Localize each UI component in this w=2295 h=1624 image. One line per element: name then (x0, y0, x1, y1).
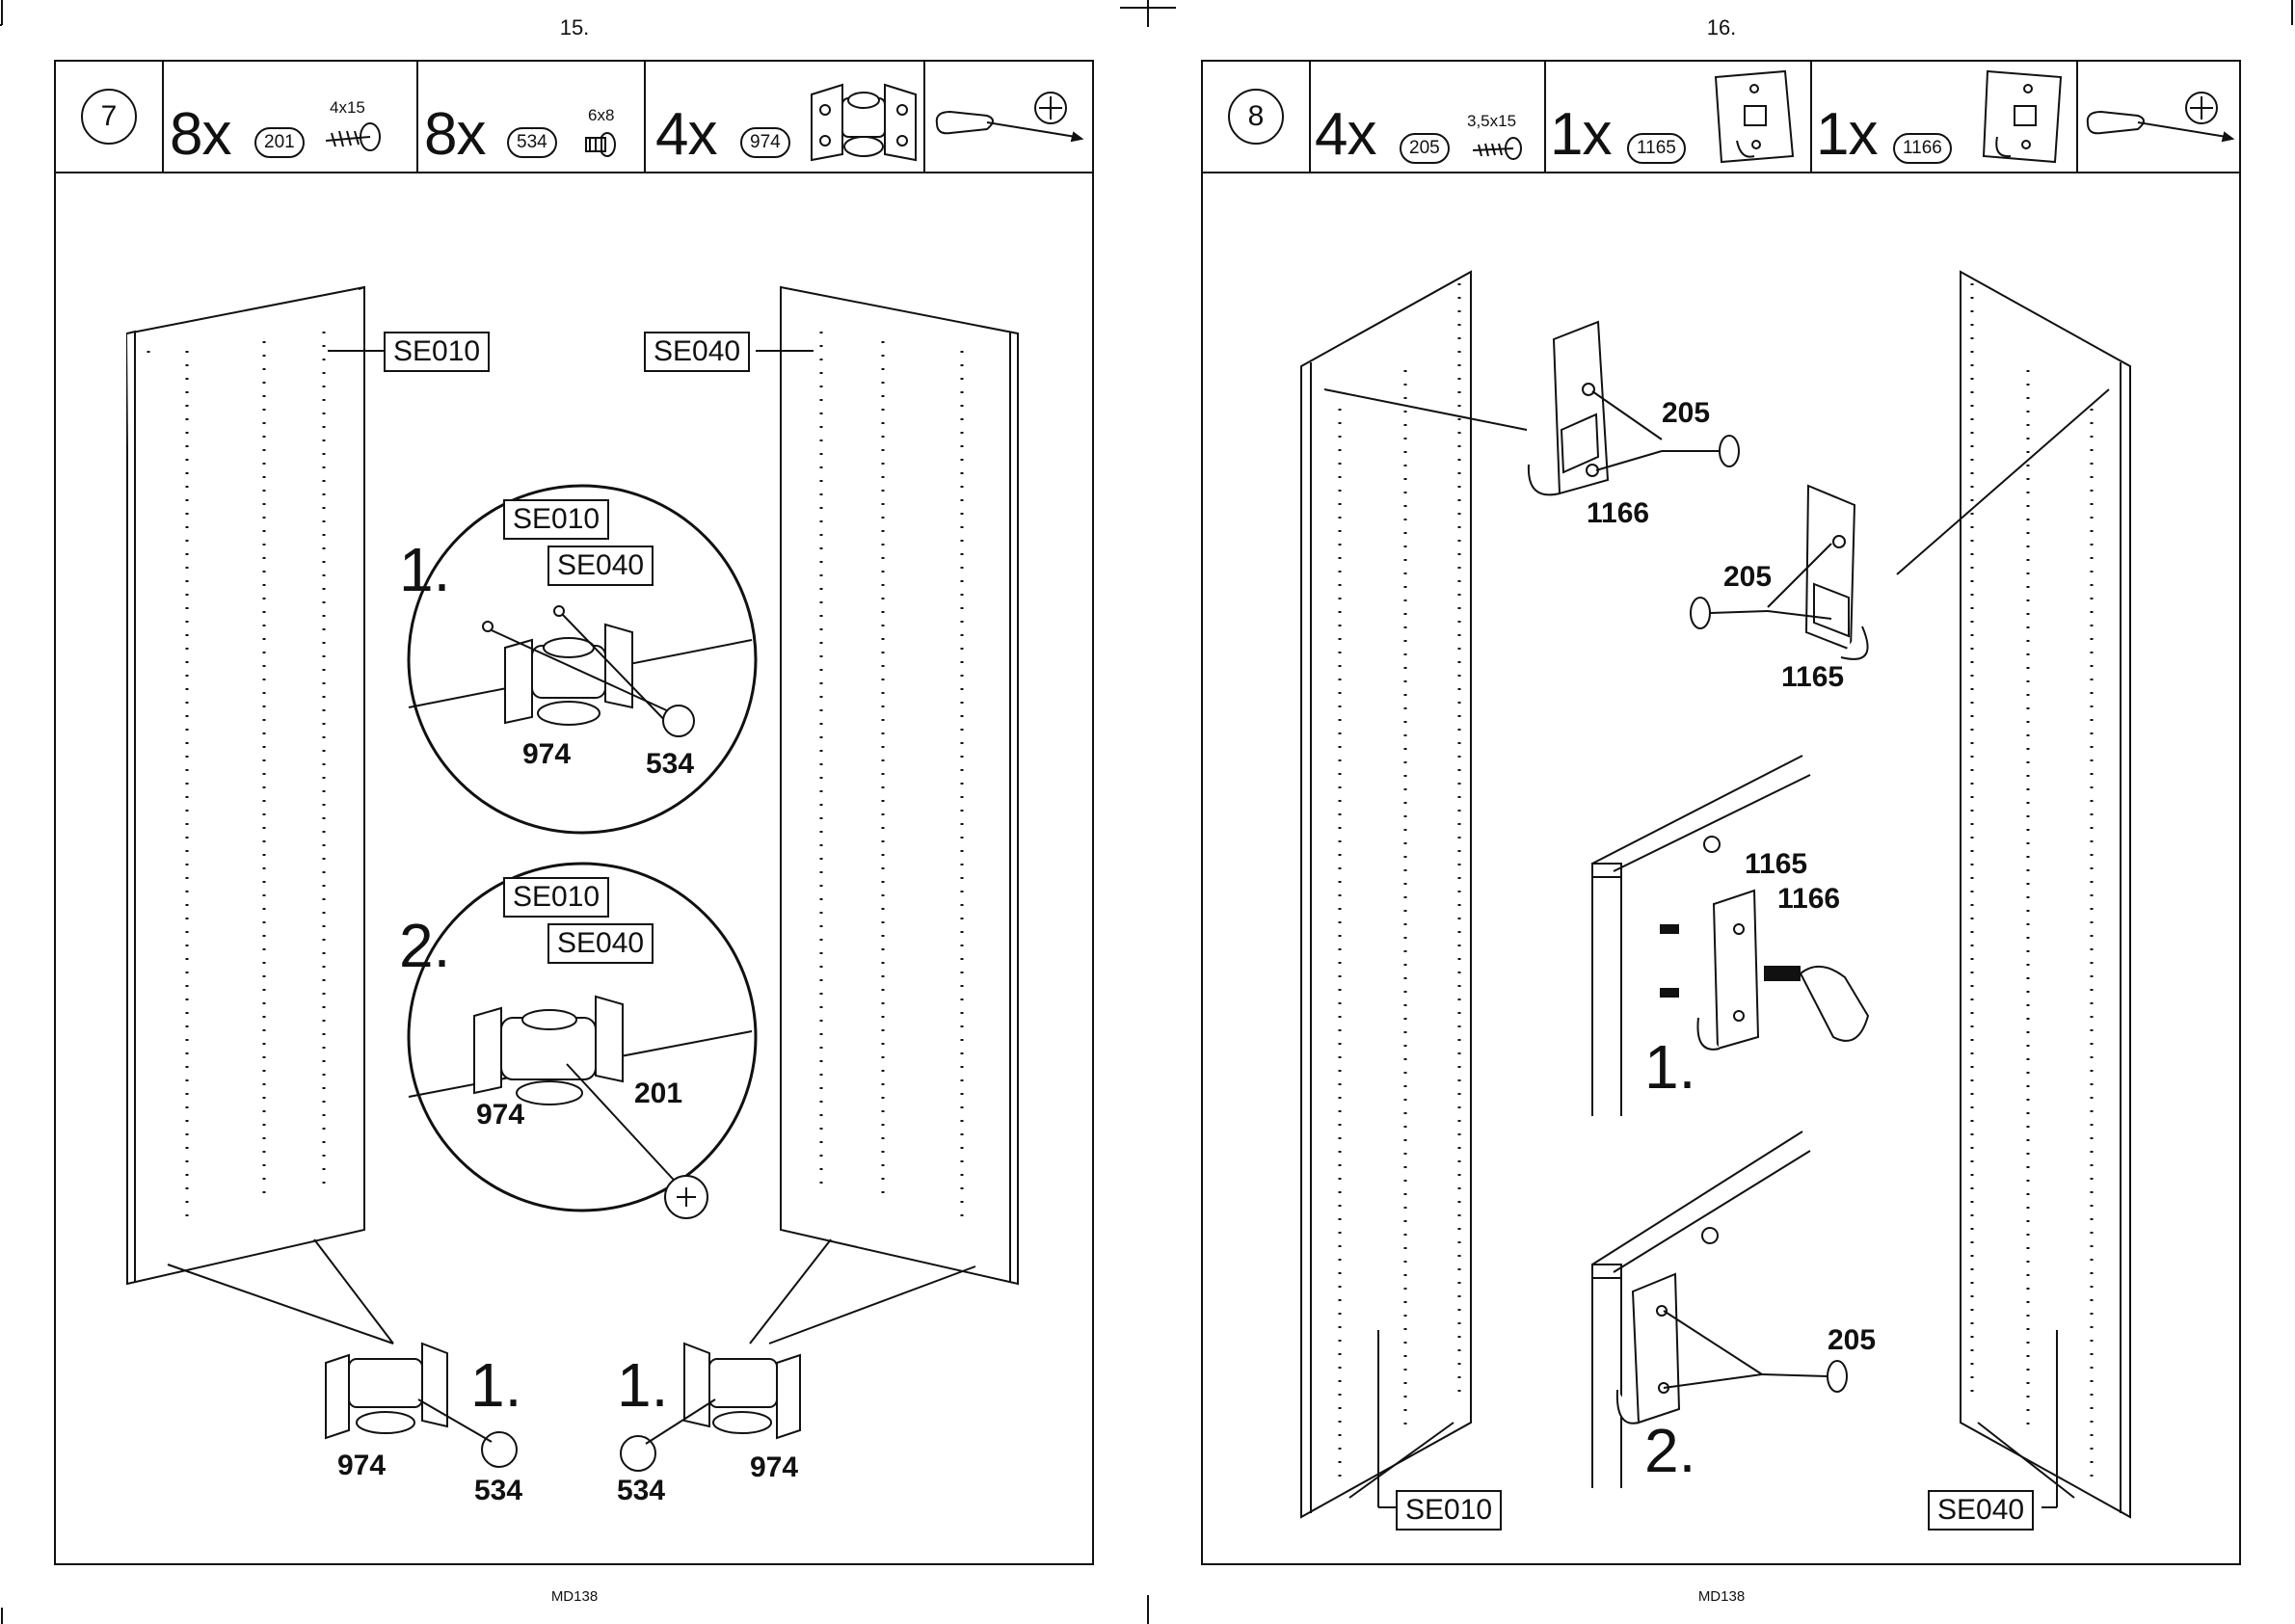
detail1-part-1166: 1166 (1777, 883, 1840, 916)
hook-left-screw-205: 205 (1662, 397, 1710, 430)
instruction-frame: 8 4x 205 3,5x15 1x 1165 (1201, 60, 2241, 1565)
detail2-part-974: 974 (476, 1099, 524, 1131)
detail2-screw-205: 205 (1828, 1324, 1876, 1357)
instruction-frame: 7 8x 201 4x15 8x 534 6x8 4x 974 (54, 60, 1094, 1565)
detail2-label-se040: SE040 (547, 923, 654, 964)
panel-label-se040: SE040 (1928, 1490, 2034, 1531)
bottom-left-part-534: 534 (474, 1475, 522, 1507)
substep-1: 1. (399, 534, 450, 605)
bottom-right-substep: 1. (617, 1349, 668, 1421)
bottom-right-part-534: 534 (617, 1475, 665, 1507)
page-footer: MD138 (517, 1588, 632, 1605)
assembly-diagram-8 (1203, 62, 2239, 1563)
hook-right-screw-205: 205 (1723, 561, 1772, 594)
detail1-part-1165: 1165 (1745, 848, 1807, 881)
bottom-left-part-974: 974 (337, 1450, 386, 1482)
page-footer: MD138 (1664, 1588, 1779, 1605)
detail1-label-se040: SE040 (547, 546, 654, 586)
bottom-right-part-974: 974 (750, 1451, 798, 1484)
bottom-left-substep: 1. (470, 1349, 521, 1421)
page-number: 16. (1673, 15, 1770, 40)
substep-2: 2. (399, 910, 450, 981)
panel-label-se040: SE040 (644, 332, 750, 372)
hook-left-part-1166: 1166 (1587, 497, 1649, 530)
assembly-diagram-7 (56, 62, 1092, 1563)
detail1-part-534: 534 (646, 748, 694, 781)
detail1-part-974: 974 (522, 738, 571, 771)
detail2-label-se010: SE010 (503, 877, 609, 918)
page-number: 15. (526, 15, 623, 40)
panel-label-se010: SE010 (384, 332, 490, 372)
substep-1: 1. (1644, 1031, 1695, 1103)
detail1-label-se010: SE010 (503, 499, 609, 540)
hook-right-part-1165: 1165 (1781, 661, 1844, 694)
substep-2: 2. (1644, 1415, 1695, 1486)
detail2-part-201: 201 (634, 1078, 682, 1110)
panel-label-se010: SE010 (1396, 1490, 1502, 1531)
